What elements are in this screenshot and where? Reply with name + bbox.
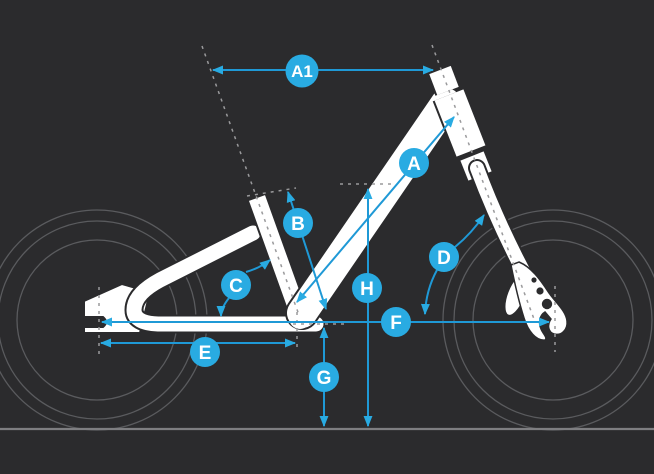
dim-label-f: F: [381, 307, 411, 337]
label-text-f: F: [390, 313, 402, 334]
label-badge-circle: [190, 337, 220, 367]
dimension-labels: A1 A B C D E F G: [190, 54, 459, 392]
dropout-hole-small: [531, 277, 537, 283]
angle-arc-c-upper: [245, 259, 271, 273]
dim-label-g: G: [309, 362, 339, 392]
label-badge-circle: [221, 270, 251, 300]
dropout-hole-large: [541, 298, 553, 310]
stem-cap: [429, 65, 459, 96]
label-text-h: H: [360, 279, 374, 300]
label-badge-circle: [399, 148, 429, 178]
label-text-c: C: [229, 276, 243, 297]
label-badge-circle: [309, 362, 339, 392]
dropout-hole-medium: [536, 287, 544, 295]
dim-label-d: D: [429, 242, 459, 272]
label-text-e: E: [199, 343, 212, 364]
label-text-a1: A1: [291, 62, 313, 81]
dimension-lines: [99, 65, 551, 428]
dim-label-b: B: [283, 208, 313, 238]
angle-arc-c-lower: [216, 297, 230, 318]
dim-label-h: H: [352, 273, 382, 303]
steering-axis-dashed-line: [431, 44, 535, 320]
label-badge-circle: [283, 208, 313, 238]
seat-top-dashed: [246, 187, 297, 197]
angle-arc-d-upper: [454, 214, 485, 248]
label-text-d: D: [437, 248, 451, 269]
angle-arc-d-lower: [420, 269, 438, 316]
label-text-a: A: [407, 154, 421, 175]
label-badge-circle: [429, 242, 459, 272]
dim-label-a: A: [399, 148, 429, 178]
dim-label-c: C: [221, 270, 251, 300]
label-text-b: B: [291, 214, 305, 235]
bottom-bracket: [289, 307, 311, 329]
label-text-g: G: [317, 368, 332, 389]
head-tube: [434, 89, 486, 157]
dim-label-a1: A1: [285, 54, 319, 88]
label-badge-circle: [381, 307, 411, 337]
label-badge-circle: [285, 54, 319, 88]
dim-label-e: E: [190, 337, 220, 367]
label-badge-circle: [352, 273, 382, 303]
